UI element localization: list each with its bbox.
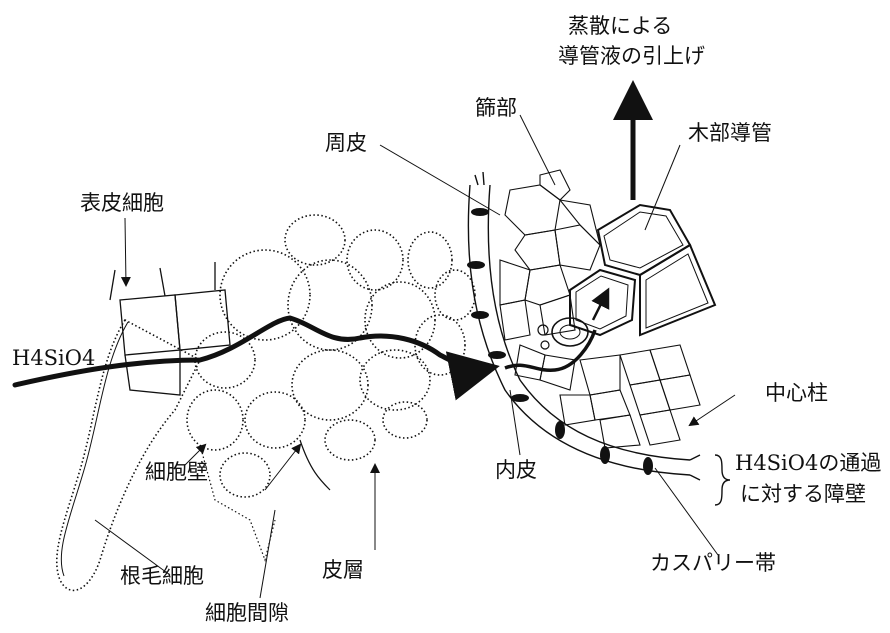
epidermal-cells <box>110 262 230 395</box>
xylem-vessels <box>570 205 715 335</box>
label-endodermis: 内皮 <box>495 460 537 481</box>
label-barrier-1: H4SiO4の通過 <box>735 453 881 474</box>
label-cell-wall: 細胞壁 <box>145 462 208 483</box>
label-casparian-strip: カスパリー帯 <box>650 553 776 574</box>
label-transpiration-2: 導管液の引上げ <box>558 46 705 67</box>
label-pericycle: 周皮 <box>325 133 367 154</box>
casparian-strips <box>467 208 653 475</box>
label-phloem: 篩部 <box>475 98 517 119</box>
label-central-cylinder: 中心柱 <box>765 383 828 404</box>
label-intercellular-space: 細胞間隙 <box>205 603 289 624</box>
label-epidermal-cell: 表皮細胞 <box>80 193 164 214</box>
label-root-hair-cell: 根毛細胞 <box>120 566 204 587</box>
label-silicic-acid: H4SiO4 <box>12 348 95 369</box>
label-barrier-2: に対する障壁 <box>740 484 866 505</box>
label-transpiration-1: 蒸散による <box>568 16 672 37</box>
label-xylem-vessel: 木部導管 <box>688 123 772 144</box>
cortex-cells <box>187 215 475 497</box>
label-cortex: 皮層 <box>322 560 364 581</box>
